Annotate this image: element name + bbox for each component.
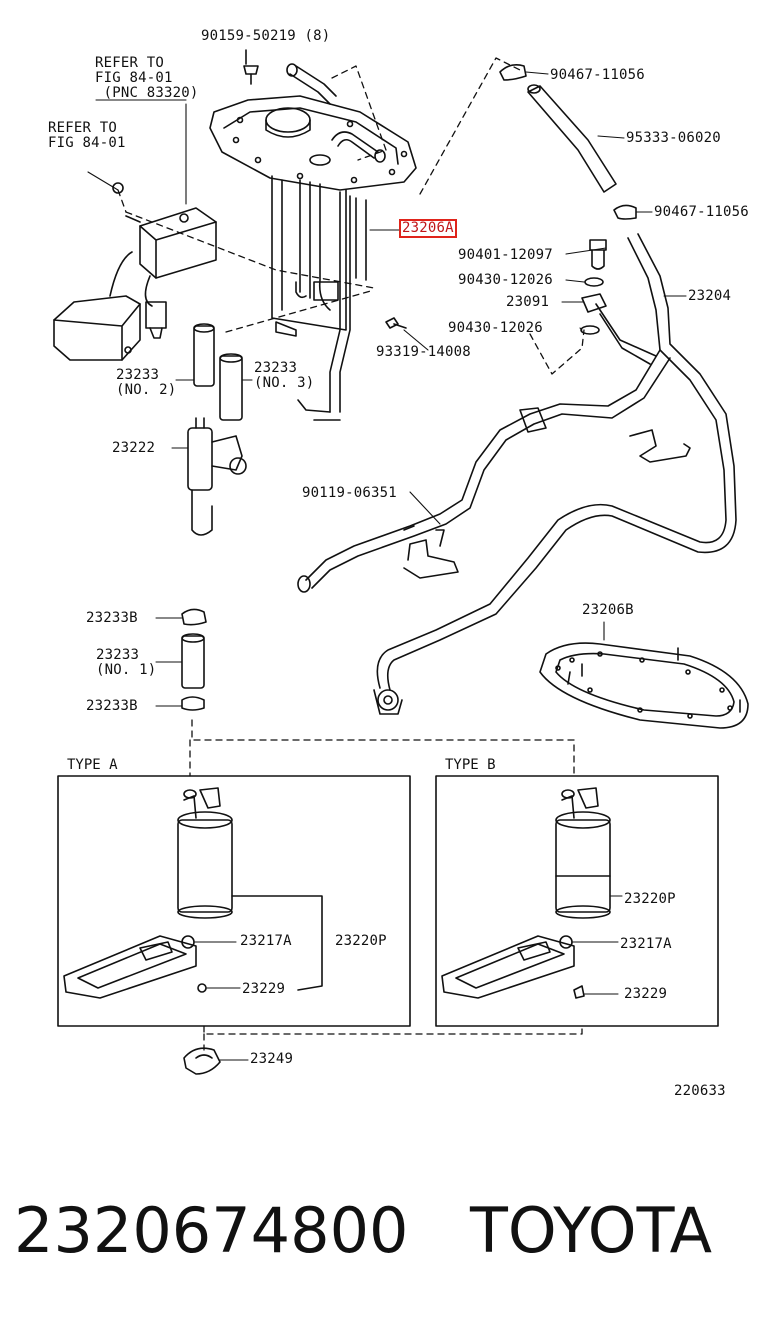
callout-23220P-type-a: 23220P — [335, 933, 387, 949]
callout-23220P-type-b: 23220P — [624, 891, 676, 907]
hose-clip-90467-bottom — [613, 204, 637, 220]
retainer-23249 — [183, 1047, 221, 1075]
callout-23233B-bottom: 23233B — [86, 698, 138, 714]
callout-23233-no2: 23233 (NO. 2) — [116, 367, 177, 398]
bolt-93319 — [385, 317, 407, 329]
callout-90430-12026-top: 90430-12026 — [458, 272, 553, 288]
fuel-pump-type-a — [63, 787, 323, 999]
callout-refer-fig-84-01-pnc: REFER TO FIG 84-01 (PNC 83320) — [95, 55, 199, 101]
bolt-90401 — [589, 239, 607, 270]
filter-23222 — [187, 417, 247, 536]
callout-23233-no1: 23233 (NO. 1) — [96, 647, 157, 678]
callout-23217A-type-b: 23217A — [620, 936, 672, 952]
callout-23229-type-a: 23229 — [242, 981, 286, 997]
callout-90119-06351: 90119-06351 — [302, 485, 397, 501]
hose-clip-90467-top — [499, 64, 527, 81]
type-b-box — [435, 775, 719, 1027]
hoses-23233 — [193, 323, 243, 421]
callout-90467-11056-bottom: 90467-11056 — [654, 204, 749, 220]
fuel-pump-type-b — [441, 787, 611, 999]
gaskets-90430 — [580, 277, 604, 335]
screw-90159 — [243, 49, 259, 85]
hose-23233-no1 — [181, 608, 207, 711]
callout-23206B: 23206B — [582, 602, 634, 618]
callout-93319-14008: 93319-14008 — [376, 344, 471, 360]
callout-23249: 23249 — [250, 1051, 294, 1067]
figure-number: 220633 — [674, 1083, 726, 1099]
type-b-title: TYPE B — [442, 758, 499, 773]
callout-23204: 23204 — [688, 288, 732, 304]
callout-23206A-highlighted[interactable]: 23206A — [399, 219, 457, 238]
fuel-pump-bracket-assembly — [209, 63, 417, 421]
callout-90159-50219: 90159-50219 (8) — [201, 28, 331, 44]
callout-23233-no3: 23233 (NO. 3) — [254, 360, 315, 391]
type-a-box — [57, 775, 411, 1027]
callout-90467-11056-top: 90467-11056 — [550, 67, 645, 83]
dashed-leaders-bottom — [189, 719, 583, 1051]
callout-23233B-top: 23233B — [86, 610, 138, 626]
callout-90401-12097: 90401-12097 — [458, 247, 553, 263]
fuel-hose-95333 — [527, 84, 617, 193]
brand-caption: TOYOTA — [470, 1194, 713, 1267]
union-23091 — [581, 293, 607, 313]
callout-refer-fig-84-01: REFER TO FIG 84-01 — [48, 120, 126, 151]
callout-90430-12026-bottom: 90430-12026 — [448, 320, 543, 336]
gasket-23206B — [539, 642, 749, 729]
callout-23222: 23222 — [112, 440, 156, 456]
type-a-title: TYPE A — [64, 758, 121, 773]
dashed-leaders-top — [117, 57, 585, 375]
fuel-sender-gauge — [53, 182, 217, 361]
callout-95333-06020: 95333-06020 — [626, 130, 721, 146]
part-number-caption: 2320674800 — [14, 1194, 409, 1267]
callout-23229-type-b: 23229 — [624, 986, 668, 1002]
callout-23091: 23091 — [506, 294, 550, 310]
callout-23217A-type-a: 23217A — [240, 933, 292, 949]
fuel-tube-23204 — [297, 233, 737, 715]
label-leader-lines — [87, 71, 687, 1061]
